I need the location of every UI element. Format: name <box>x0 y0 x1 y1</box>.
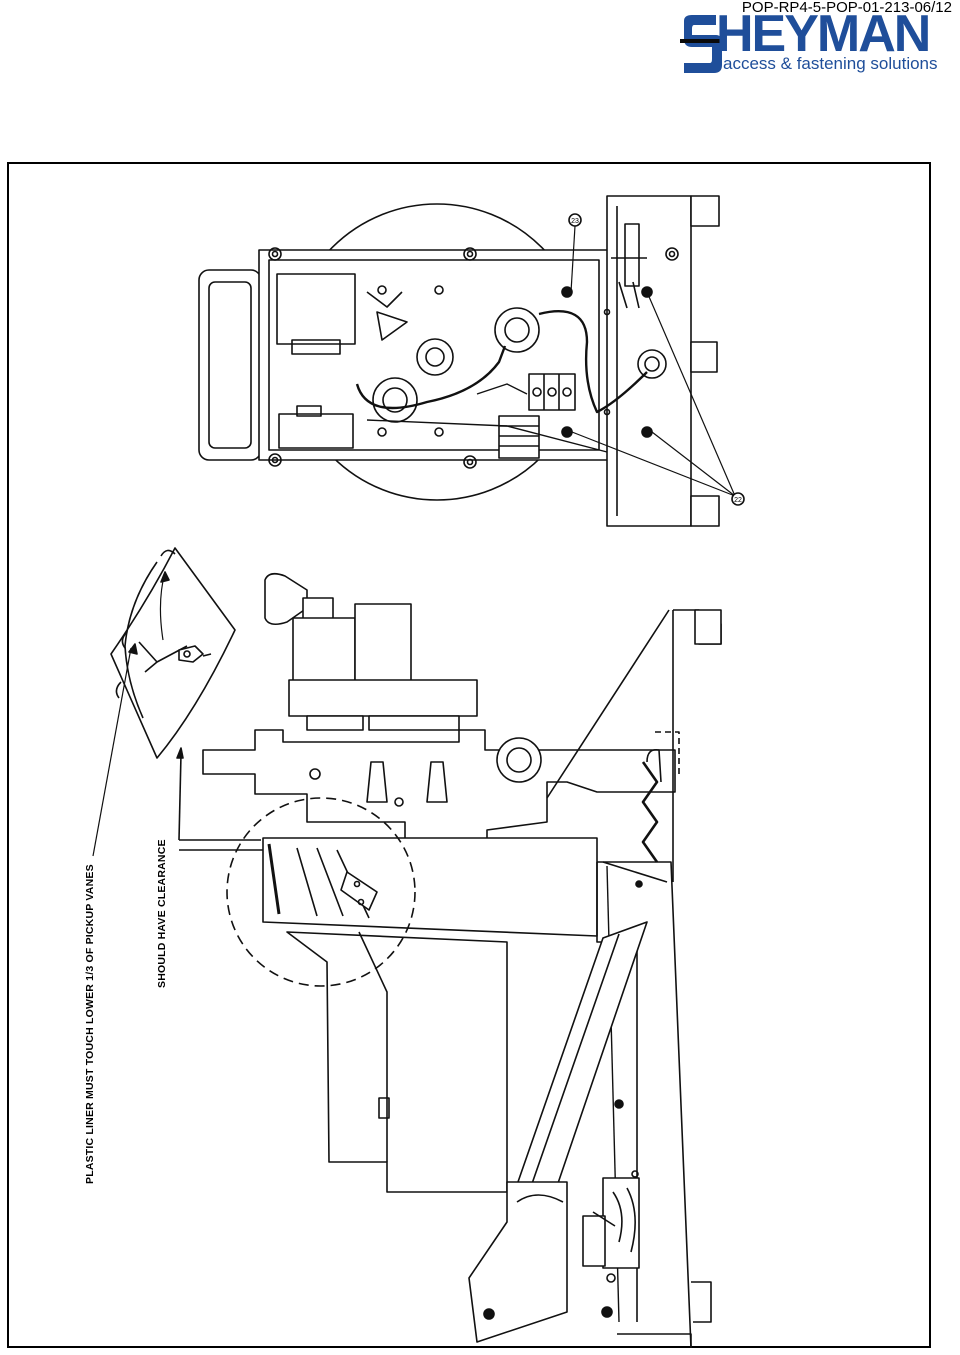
housing <box>202 729 676 843</box>
pulley-center <box>416 338 454 376</box>
brand-wordmark: HEYMAN <box>716 5 931 63</box>
feed-chute <box>286 931 508 1193</box>
document-id: POP-RP4-5-POP-01-213-06/12 <box>741 0 952 16</box>
screw-holes <box>268 247 679 469</box>
wing-knob <box>264 572 308 626</box>
hopper-bowl <box>262 837 598 937</box>
liner-annotation: PLASTIC LINER MUST TOUCH LOWER 1/3 OF PI… <box>84 864 96 1184</box>
motor-right <box>494 307 540 353</box>
lower-block <box>468 1181 568 1343</box>
slide-channel <box>510 921 648 1203</box>
drawing-frame <box>7 162 931 1348</box>
top-view-assembly <box>198 195 745 527</box>
clearance-annotation: SHOULD HAVE CLEARANCE <box>156 839 168 988</box>
side-view-assembly <box>176 572 722 1348</box>
handle-grip <box>208 281 252 449</box>
port-fitting <box>496 737 542 783</box>
clamp-plate <box>288 679 478 717</box>
transformer <box>276 273 356 345</box>
base-plate-inner <box>268 259 600 451</box>
pickup-vane-detail <box>92 547 236 857</box>
brand-tagline: access & fastening solutions <box>723 54 938 73</box>
callout-22-label: 22 <box>734 497 742 504</box>
terminal-box <box>278 413 354 449</box>
motor-left <box>372 377 418 423</box>
technical-drawing: 23 22 <box>92 195 745 1348</box>
callout-22-bubble <box>731 492 745 506</box>
heyman-s-logo-icon <box>680 15 726 73</box>
detail-circle <box>226 797 416 987</box>
mounting-block <box>606 195 692 527</box>
callout-23-bubble <box>568 213 582 227</box>
spring <box>641 761 659 863</box>
terminal-strip <box>528 373 576 411</box>
sensor <box>637 349 667 379</box>
fuse <box>624 223 640 287</box>
micro-switch <box>602 1177 640 1269</box>
callout-23-label: 23 <box>571 218 579 225</box>
connector <box>498 415 540 459</box>
